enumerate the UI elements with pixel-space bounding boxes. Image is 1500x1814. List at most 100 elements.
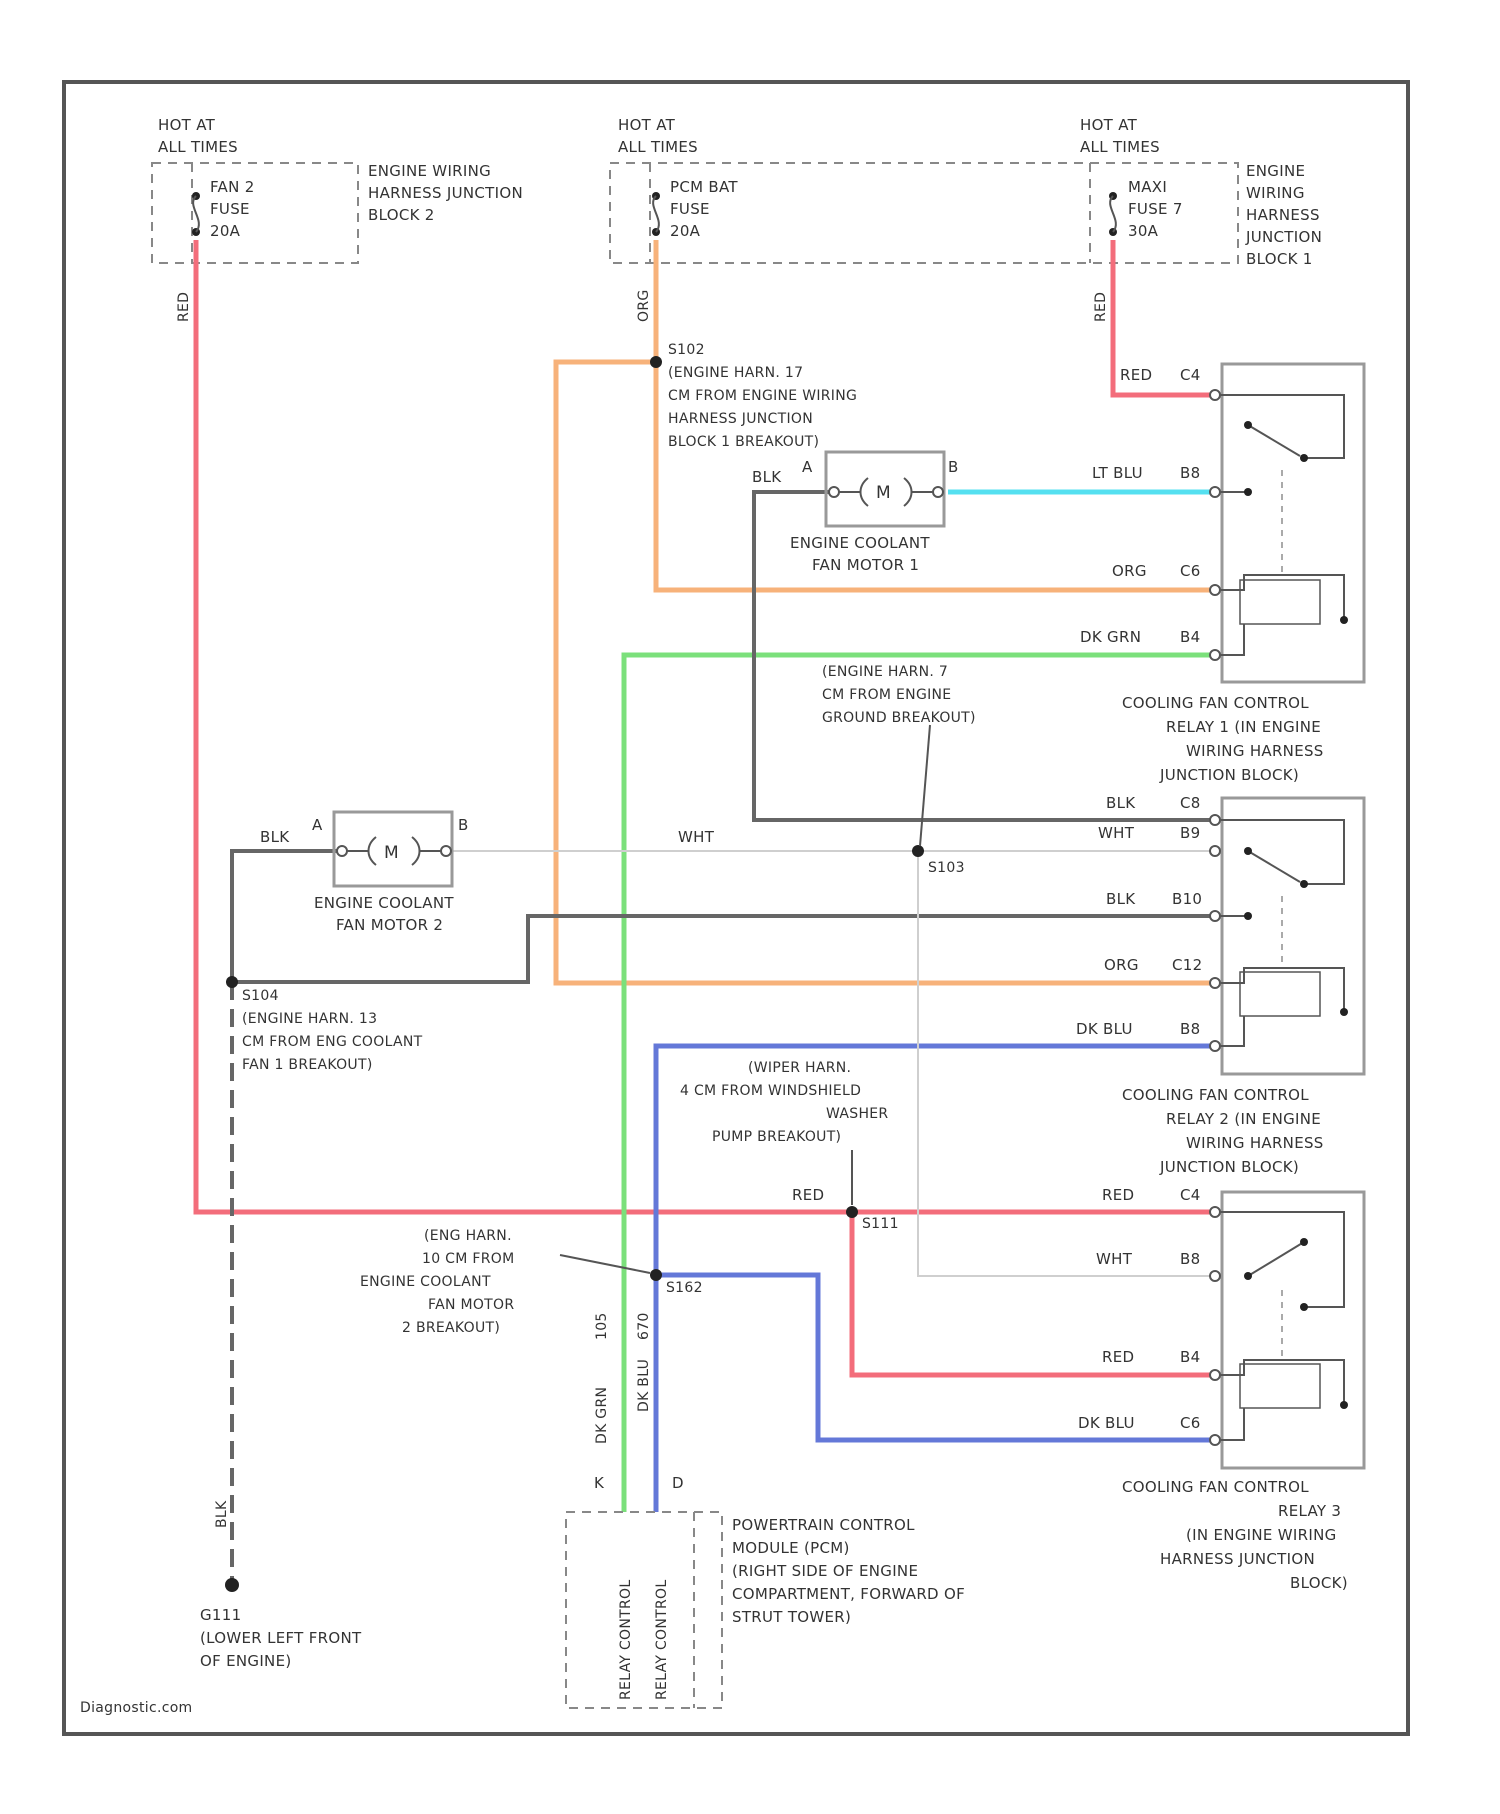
splice-s103 [912, 845, 924, 857]
relay1-label-4: JUNCTION BLOCK) [1159, 766, 1299, 784]
wire-label-blk-m1: BLK [752, 468, 782, 486]
motor-m1-symbol: M [876, 483, 891, 503]
pin-b10: B10 [1172, 890, 1202, 908]
relay1-label-1: COOLING FAN CONTROL [1122, 694, 1309, 712]
pcm-pin1-label: RELAY CONTROL [618, 1580, 634, 1700]
motor2-label-2: FAN MOTOR 2 [336, 916, 443, 934]
s103-note-3: GROUND BREAKOUT) [822, 710, 976, 726]
fuse-pcmbat-label-2: FUSE [670, 200, 710, 218]
s103-label: S103 [928, 860, 965, 876]
hot-label-left-1: HOT AT [158, 116, 216, 134]
fuse-maxi-label: MAXI [1128, 178, 1167, 196]
pin-b-m1: B [948, 458, 959, 476]
fuse-pcmbat-label: PCM BAT [670, 178, 738, 196]
junction1-label-2: WIRING [1246, 184, 1305, 202]
relay-2-icon [1210, 798, 1364, 1074]
junction-block-2-box [152, 163, 358, 263]
junction2-label-2: HARNESS JUNCTION [368, 184, 523, 202]
ground-label-1: G111 [200, 1606, 241, 1624]
pcm-label-5: STRUT TOWER) [732, 1608, 851, 1626]
ground-label-2: (LOWER LEFT FRONT [200, 1629, 362, 1647]
splice-s162 [650, 1269, 662, 1281]
pin-a-m1: A [802, 458, 813, 476]
s162-note-1: (ENG HARN. [424, 1228, 512, 1244]
relay2-label-2: RELAY 2 (IN ENGINE [1166, 1110, 1321, 1128]
pin-a-m2: A [312, 816, 323, 834]
relay3-label-3: (IN ENGINE WIRING [1186, 1526, 1337, 1544]
wire-label-670: 670 [636, 1312, 652, 1340]
motor-m2-symbol: M [384, 843, 399, 863]
wire-label-red-right: RED [1093, 292, 1109, 322]
wire-label-105: 105 [594, 1312, 610, 1340]
pcm-box [566, 1512, 722, 1708]
pin-c8: C8 [1180, 794, 1201, 812]
s102-label-2: (ENGINE HARN. 17 [668, 365, 803, 381]
fuse-maxi-label-2: FUSE 7 [1128, 200, 1183, 218]
junction2-label-1: ENGINE WIRING [368, 162, 491, 180]
splice-s104 [226, 976, 238, 988]
ground-label-3: OF ENGINE) [200, 1652, 292, 1670]
wire-label-blk-b10: BLK [1106, 890, 1136, 908]
s162-label: S162 [666, 1280, 703, 1296]
wire-label-org-top: ORG [636, 290, 652, 323]
pcm-label-4: COMPARTMENT, FORWARD OF [732, 1585, 965, 1603]
relay1-label-3: WIRING HARNESS [1186, 742, 1324, 760]
motor1-label-2: FAN MOTOR 1 [812, 556, 919, 574]
wire-label-dk-blu-b8: DK BLU [1076, 1020, 1133, 1038]
s162-note-4: FAN MOTOR [428, 1297, 514, 1313]
relay3-label-2: RELAY 3 [1278, 1502, 1341, 1520]
fuse-pcmbat-label-3: 20A [670, 222, 701, 240]
wire-label-org-c12: ORG [1104, 956, 1139, 974]
relay1-label-2: RELAY 1 (IN ENGINE [1166, 718, 1321, 736]
wire-label-red-s111: RED [792, 1186, 824, 1204]
fuse-pcmbat-icon [652, 192, 660, 236]
wire-label-lt-blu: LT BLU [1092, 464, 1143, 482]
wire-label-dk-blu-c6: DK BLU [1078, 1414, 1135, 1432]
splice-s102 [650, 356, 662, 368]
motor2-label-1: ENGINE COOLANT [314, 894, 454, 912]
fuse-fan2-icon [192, 192, 200, 236]
relay3-label-4: HARNESS JUNCTION [1160, 1550, 1315, 1568]
s111-note-2: 4 CM FROM WINDSHIELD [680, 1083, 861, 1099]
pcm-label-3: (RIGHT SIDE OF ENGINE [732, 1562, 918, 1580]
wire-label-red-c4b: RED [1102, 1186, 1134, 1204]
wire-label-dk-grn-v: DK GRN [594, 1387, 610, 1444]
ground-g111 [225, 1578, 239, 1592]
hot-label-center-2: ALL TIMES [618, 138, 698, 156]
pin-d: D [672, 1474, 684, 1492]
s102-label-3: CM FROM ENGINE WIRING [668, 388, 857, 404]
pcm-label-1: POWERTRAIN CONTROL [732, 1516, 915, 1534]
pin-b8-bot: B8 [1180, 1250, 1200, 1268]
s103-note-2: CM FROM ENGINE [822, 687, 951, 703]
s102-label-4: HARNESS JUNCTION [668, 411, 813, 427]
pcm-label-2: MODULE (PCM) [732, 1539, 850, 1557]
hot-label-center-1: HOT AT [618, 116, 676, 134]
fuse-maxi-label-3: 30A [1128, 222, 1159, 240]
s111-note-4: PUMP BREAKOUT) [712, 1129, 841, 1145]
wire-label-blk-ground: BLK [214, 1500, 230, 1528]
s104-label-4: FAN 1 BREAKOUT) [242, 1057, 373, 1073]
relay2-label-1: COOLING FAN CONTROL [1122, 1086, 1309, 1104]
relay3-label-5: BLOCK) [1290, 1574, 1348, 1592]
wire-label-red-left: RED [176, 292, 192, 322]
s102-label-5: BLOCK 1 BREAKOUT) [668, 434, 819, 450]
s111-label: S111 [862, 1216, 899, 1232]
junction1-label-3: HARNESS [1246, 206, 1320, 224]
wire-label-wht-b9: WHT [1098, 824, 1135, 842]
pin-c6: C6 [1180, 562, 1201, 580]
junction1-label-4: JUNCTION [1245, 228, 1322, 246]
hot-label-right-2: ALL TIMES [1080, 138, 1160, 156]
pin-c4b: C4 [1180, 1186, 1201, 1204]
pin-b4-top: B4 [1180, 628, 1200, 646]
wire-red-relay3 [852, 1212, 1215, 1375]
wire-blk-motor2 [232, 851, 340, 982]
wire-label-blk-c8: BLK [1106, 794, 1136, 812]
junction1-label-1: ENGINE [1246, 162, 1305, 180]
wire-label-blk-m2: BLK [260, 828, 290, 846]
fuse-fan2-label: FAN 2 [210, 178, 255, 196]
hot-label-right-1: HOT AT [1080, 116, 1138, 134]
wire-label-red-c4: RED [1120, 366, 1152, 384]
wire-label-wht-b8: WHT [1096, 1250, 1133, 1268]
s162-note-5: 2 BREAKOUT) [402, 1320, 500, 1336]
